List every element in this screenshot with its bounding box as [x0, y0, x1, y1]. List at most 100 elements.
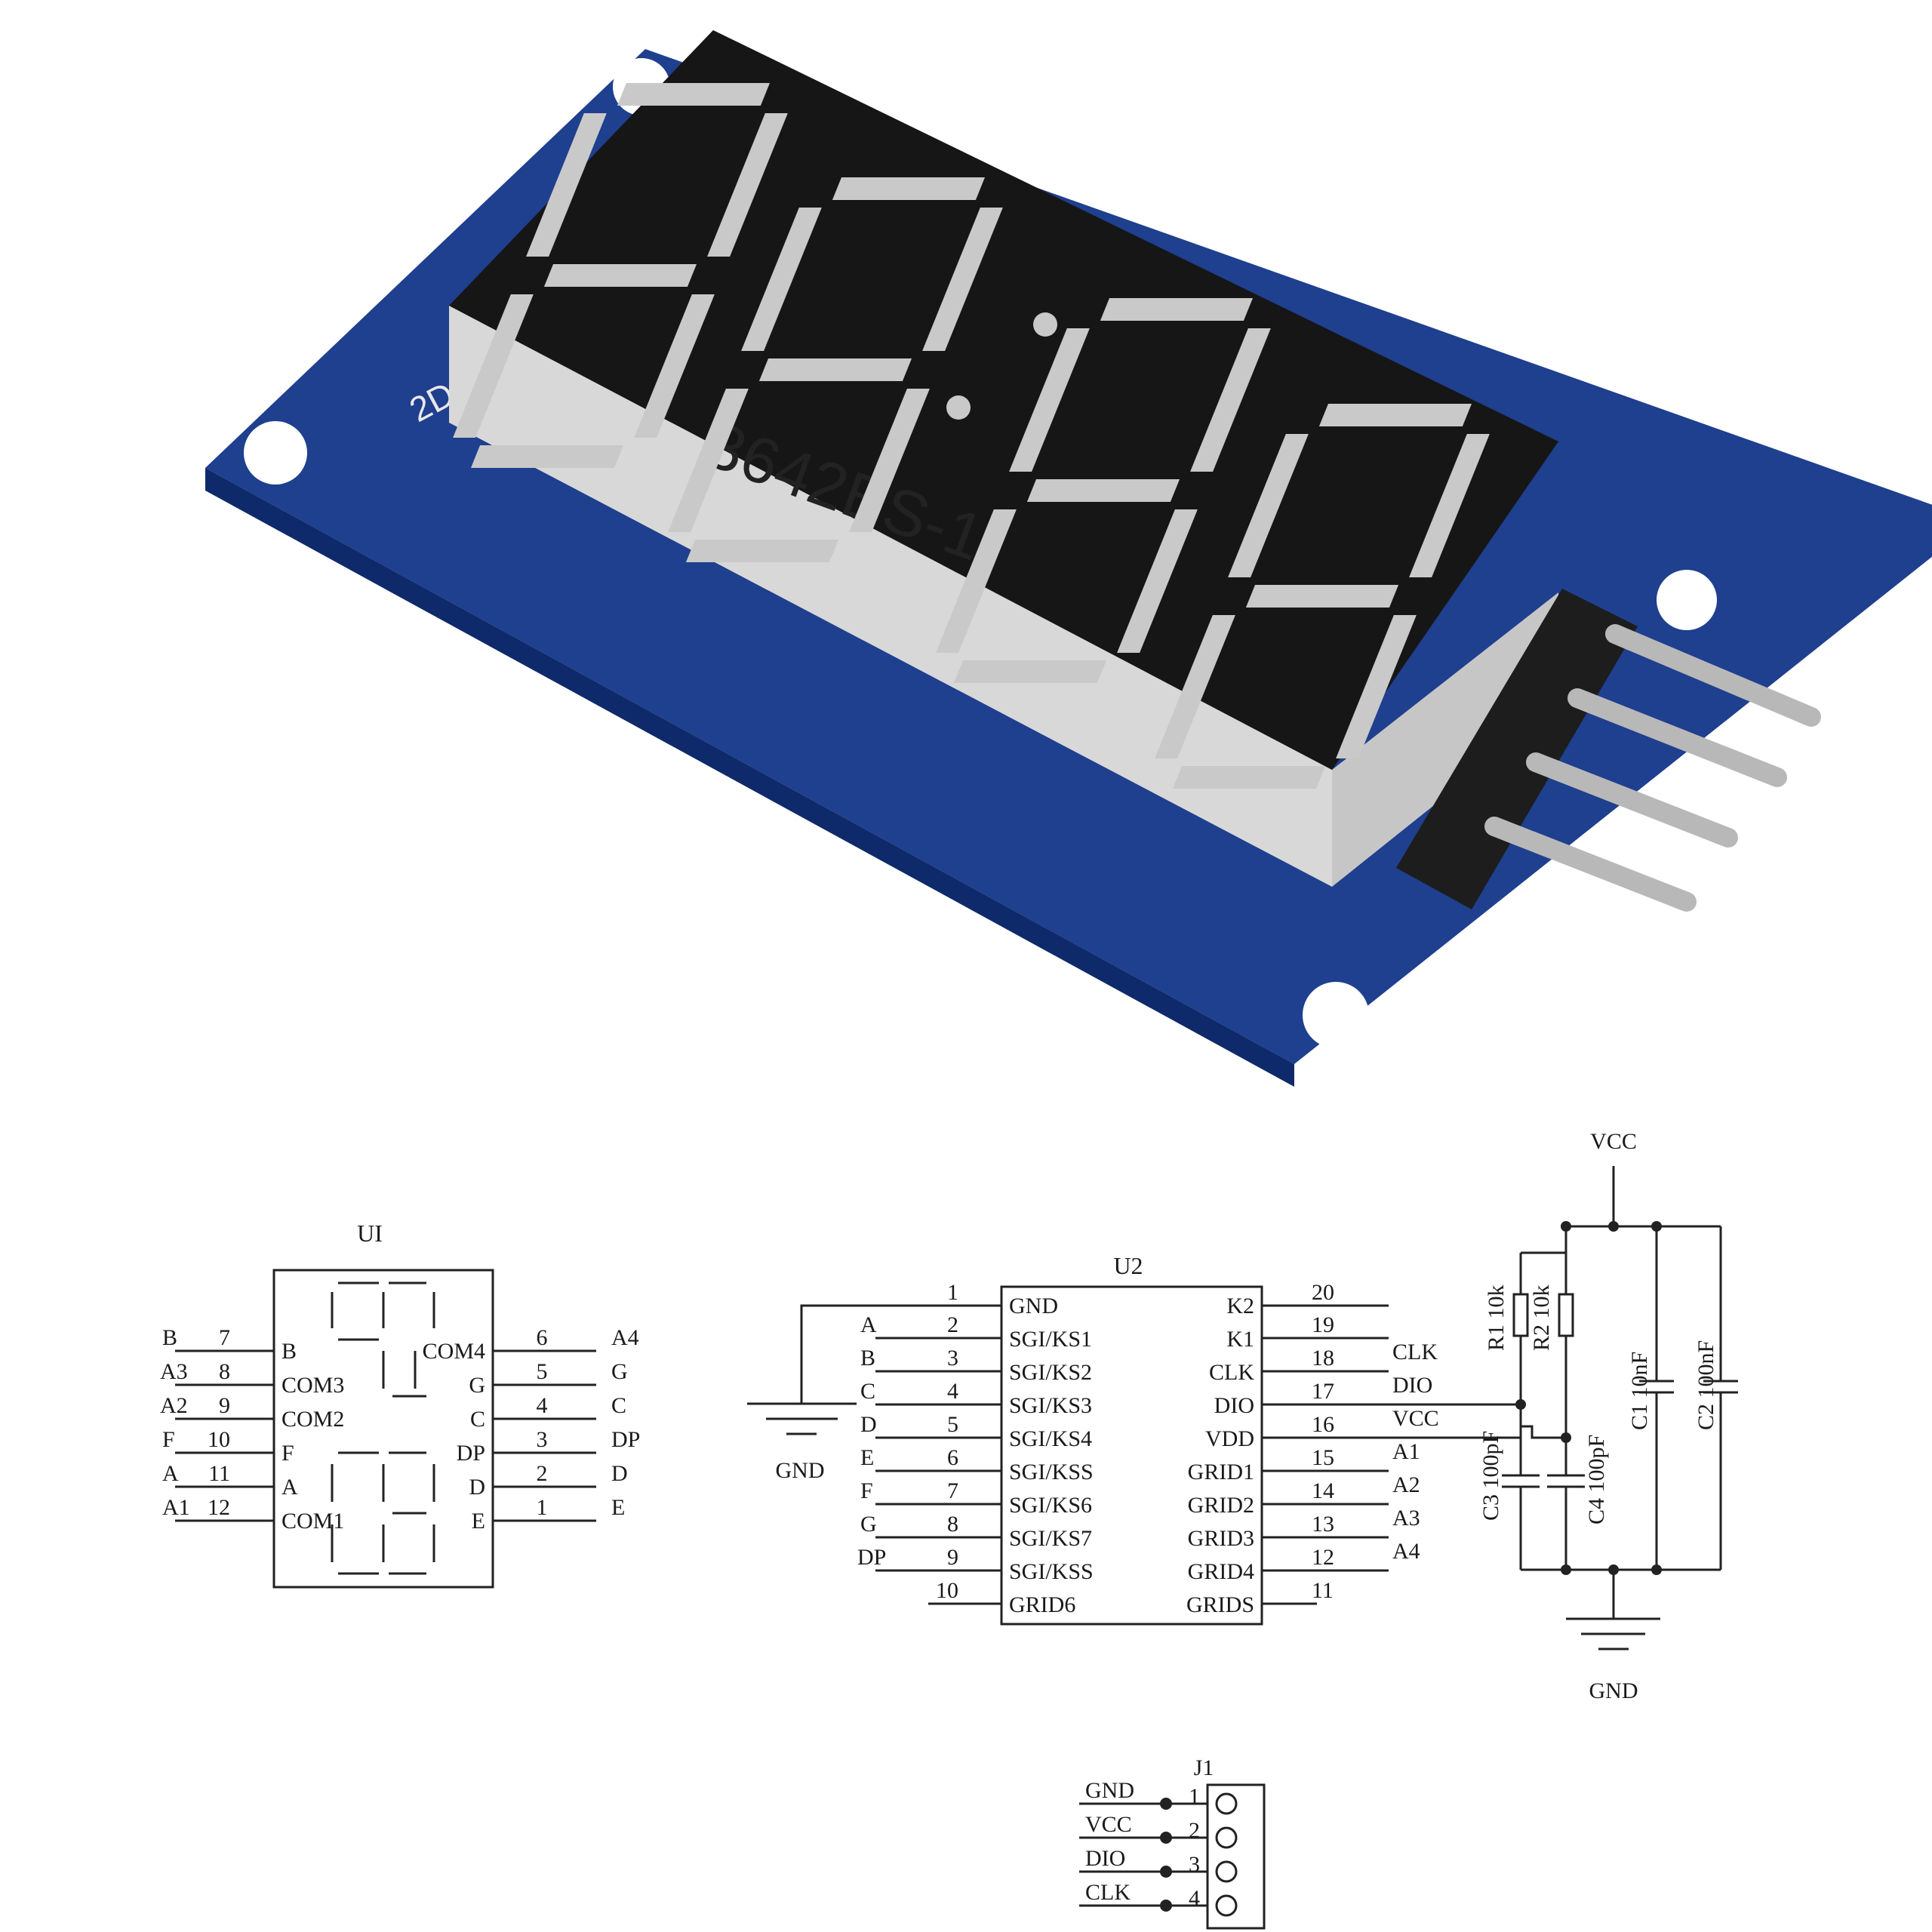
u2-pin-label: CLK: [1209, 1360, 1254, 1385]
u1-schematic: UI B A3 A2 F A A1: [160, 1220, 641, 1589]
j1-dot: [1160, 1832, 1172, 1844]
u1-net: A1: [162, 1495, 190, 1520]
u1-pin-label: COM4: [423, 1339, 485, 1364]
j1-pin-circle: [1215, 1860, 1238, 1883]
j1-pin-num: 3: [1189, 1852, 1200, 1877]
mount-hole-4: [1303, 982, 1369, 1048]
power-network: VCC R1 10k R2 10k C3 100pF C4 100pF: [1389, 1129, 1738, 1703]
mount-hole-3: [1657, 570, 1717, 630]
u2-net: B: [860, 1346, 875, 1371]
u2-net: A1: [1392, 1439, 1420, 1464]
u2-pin-num: 9: [947, 1545, 958, 1570]
u2-pin-num: 18: [1312, 1346, 1334, 1371]
u1-pin-label: F: [281, 1441, 294, 1466]
u1-pin-label: DP: [457, 1441, 485, 1466]
u1-pin-num: 3: [537, 1427, 548, 1452]
u1-net: A: [162, 1461, 179, 1486]
u2-ref: U2: [1113, 1252, 1143, 1279]
j1-ref: J1: [1194, 1755, 1214, 1780]
display-digits: [453, 83, 1490, 789]
r1-label: R1 10k: [1484, 1284, 1509, 1351]
u2-pin-num: 1: [947, 1280, 958, 1305]
j1-net: DIO: [1085, 1846, 1125, 1871]
u2-pin-num: 13: [1312, 1512, 1334, 1537]
j1-connector: J1 GND VCC DIO CLK 1 2 3 4: [1079, 1755, 1266, 1930]
u2-pin-num: 19: [1312, 1312, 1334, 1337]
c1-label: C1 10nF: [1627, 1352, 1652, 1430]
r2-body: [1558, 1293, 1574, 1337]
junction-dot: [1608, 1221, 1619, 1232]
u2-pin-num: 15: [1312, 1445, 1334, 1470]
u2-pin-num: 16: [1312, 1412, 1334, 1437]
u1-pin-num: 1: [537, 1495, 548, 1520]
u2-pin-label: DIO: [1214, 1393, 1254, 1418]
u1-pin-num: 8: [219, 1359, 230, 1384]
u1-net: F: [162, 1427, 175, 1452]
u1-net: DP: [611, 1427, 640, 1452]
u2-right-pins: K2 K1 CLK DIO VDD GRID1 GRID2 GRID3 GRID…: [1186, 1280, 1521, 1617]
u2-net: G: [860, 1512, 877, 1537]
u1-pin-label: G: [469, 1373, 485, 1398]
u1-pin-num: 4: [537, 1393, 548, 1418]
u1-net: C: [611, 1393, 626, 1418]
u2-pin-label: GND: [1009, 1294, 1058, 1318]
u1-right-pins: COM4 G C DP D E 6 5 4 3 2 1 A4 G C DP D …: [423, 1325, 641, 1534]
u1-pin-label: COM3: [281, 1373, 344, 1398]
u2-pin-label: SGI/KSS: [1009, 1559, 1094, 1584]
r1-body: [1512, 1293, 1529, 1337]
u2-pin-num: 17: [1312, 1379, 1334, 1404]
u1-pin-num: 2: [537, 1461, 548, 1486]
u2-pin-num: 20: [1312, 1280, 1334, 1305]
c4-label: C4 100pF: [1584, 1435, 1609, 1524]
j1-dot: [1160, 1798, 1172, 1810]
u1-net: D: [611, 1461, 628, 1486]
u2-pin-label: K2: [1226, 1294, 1254, 1318]
u2-pin-num: 2: [947, 1312, 958, 1337]
u2-net: C: [860, 1379, 875, 1404]
u2-pin-num: 3: [947, 1346, 958, 1371]
u2-pin-label: SGI/KS6: [1009, 1493, 1092, 1518]
u1-net: B: [162, 1325, 177, 1350]
u2-pin-num: 10: [936, 1578, 958, 1603]
u2-pin-label: GRID4: [1188, 1559, 1254, 1584]
u2-pin-label: SGI/KS3: [1009, 1393, 1092, 1418]
u2-pin-label: SGI/KS1: [1009, 1327, 1092, 1352]
u2-pin-label: SGI/KS2: [1009, 1360, 1092, 1385]
display-right-face: [1332, 592, 1558, 887]
u2-net: DP: [857, 1545, 886, 1570]
u2-pin-num: 5: [947, 1412, 958, 1437]
j1-pin-circle: [1215, 1792, 1238, 1815]
u2-pin-label: K1: [1226, 1327, 1254, 1352]
u2-pin-label: GRID1: [1188, 1460, 1254, 1484]
u2-pin-num: 12: [1312, 1545, 1334, 1570]
c3-label: C3 100pF: [1478, 1431, 1503, 1521]
u2-pin-label: GRID2: [1188, 1493, 1254, 1518]
u1-pin-num: 10: [208, 1427, 230, 1452]
u1-ref: UI: [357, 1220, 383, 1247]
u1-pin-label: C: [470, 1407, 485, 1432]
u2-pin-label: GRIDS: [1186, 1592, 1254, 1617]
j1-dot: [1160, 1900, 1172, 1912]
u2-pin-num: 7: [947, 1478, 958, 1503]
u1-pin-label: COM1: [281, 1509, 344, 1534]
u1-pin-label: D: [469, 1475, 485, 1500]
u1-pin-num: 11: [208, 1461, 230, 1486]
u2-pin-num: 8: [947, 1512, 958, 1537]
j1-net: VCC: [1085, 1812, 1132, 1837]
u1-net: A2: [160, 1393, 188, 1418]
header-pins: [1396, 589, 1821, 912]
u2-net: F: [860, 1478, 873, 1503]
u1-pin-num: 12: [208, 1495, 230, 1520]
u2-net: DIO: [1392, 1373, 1432, 1398]
u2-pin-label: SGI/KSS: [1009, 1460, 1094, 1484]
vcc-label: VCC: [1590, 1129, 1637, 1154]
u2-net: A4: [1392, 1539, 1420, 1564]
j1-pin-num: 4: [1189, 1886, 1200, 1911]
j1-pin-num: 2: [1189, 1818, 1200, 1843]
junction-dot: [1651, 1564, 1662, 1575]
u2-net: E: [860, 1445, 874, 1470]
u1-pin-label: COM2: [281, 1407, 344, 1432]
j1-pin-circle: [1215, 1826, 1238, 1849]
u1-pin-label: E: [472, 1509, 485, 1534]
